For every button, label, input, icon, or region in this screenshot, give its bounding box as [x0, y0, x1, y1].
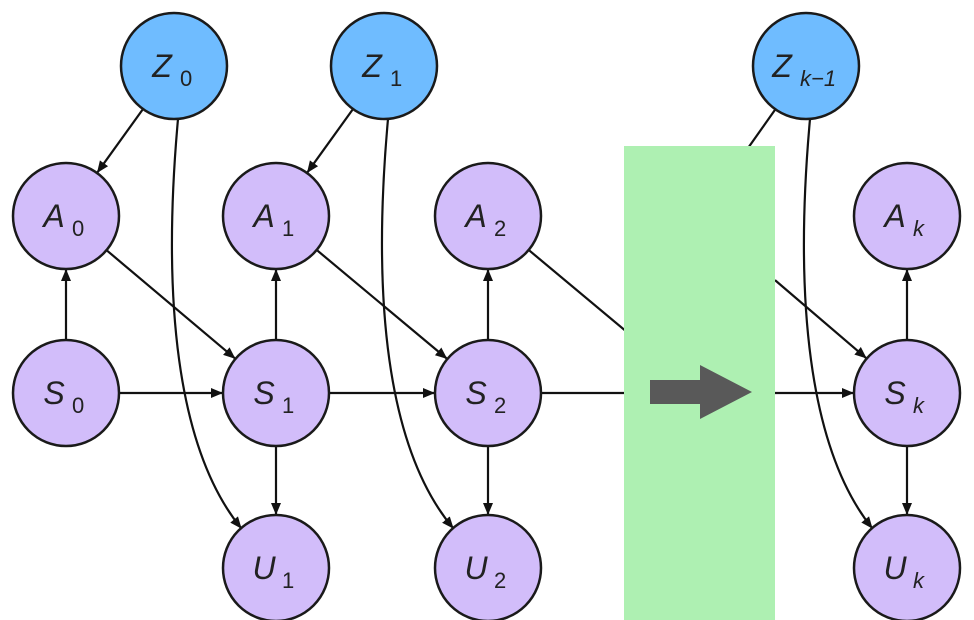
- node-circle: [221, 338, 331, 448]
- edge-z1-to-u2: [380, 118, 454, 529]
- node-circle: [221, 513, 331, 620]
- node-circle: [221, 161, 331, 271]
- node-letter: U: [252, 550, 276, 586]
- node-subscript: k: [913, 393, 925, 418]
- node-circle: [11, 161, 121, 271]
- node-circle: [852, 161, 962, 271]
- node-letter: U: [464, 550, 488, 586]
- node-subscript: 1: [282, 568, 294, 593]
- node-subscript: k: [913, 568, 925, 593]
- node-subscript: 2: [494, 216, 506, 241]
- node-letter: S: [43, 375, 64, 411]
- edge-a1-to-s2: [315, 249, 448, 360]
- node-circle: [751, 11, 861, 121]
- node-circle: [329, 11, 439, 121]
- node-letter: A: [251, 198, 274, 234]
- node-subscript: 0: [180, 66, 192, 91]
- node-letter: Z: [361, 48, 383, 84]
- node-circle: [852, 338, 962, 448]
- node-circle: [11, 338, 121, 448]
- node-subscript: 2: [494, 393, 506, 418]
- node-circle: [433, 161, 543, 271]
- node-subscript: 2: [494, 568, 506, 593]
- edge-zk-1-to-uk: [802, 118, 873, 529]
- node-subscript: 1: [282, 216, 294, 241]
- node-subscript: k−1: [800, 66, 836, 91]
- right-arrow-icon: [650, 365, 752, 419]
- node-letter: S: [884, 375, 905, 411]
- edge-z0-to-u1: [170, 118, 242, 529]
- node-letter: S: [253, 375, 274, 411]
- node-circle: [433, 338, 543, 448]
- node-letter: U: [883, 550, 907, 586]
- node-letter: Z: [771, 48, 793, 84]
- node-subscript: 0: [72, 393, 84, 418]
- edge-z0-to-a0: [96, 108, 144, 173]
- node-circle: [433, 513, 543, 620]
- node-subscript: k: [913, 216, 925, 241]
- node-subscript: 0: [72, 216, 84, 241]
- edge-z1-to-a1: [306, 108, 354, 173]
- node-letter: A: [463, 198, 486, 234]
- edge-a0-to-s1: [105, 249, 236, 360]
- node-circle: [852, 513, 962, 620]
- node-letter: S: [465, 375, 486, 411]
- edge-ak-1-to-sk: [774, 279, 867, 359]
- node-letter: Z: [151, 48, 173, 84]
- node-subscript: 1: [282, 393, 294, 418]
- node-subscript: 1: [390, 66, 402, 91]
- node-letter: A: [882, 198, 905, 234]
- node-letter: A: [41, 198, 64, 234]
- node-circle: [119, 11, 229, 121]
